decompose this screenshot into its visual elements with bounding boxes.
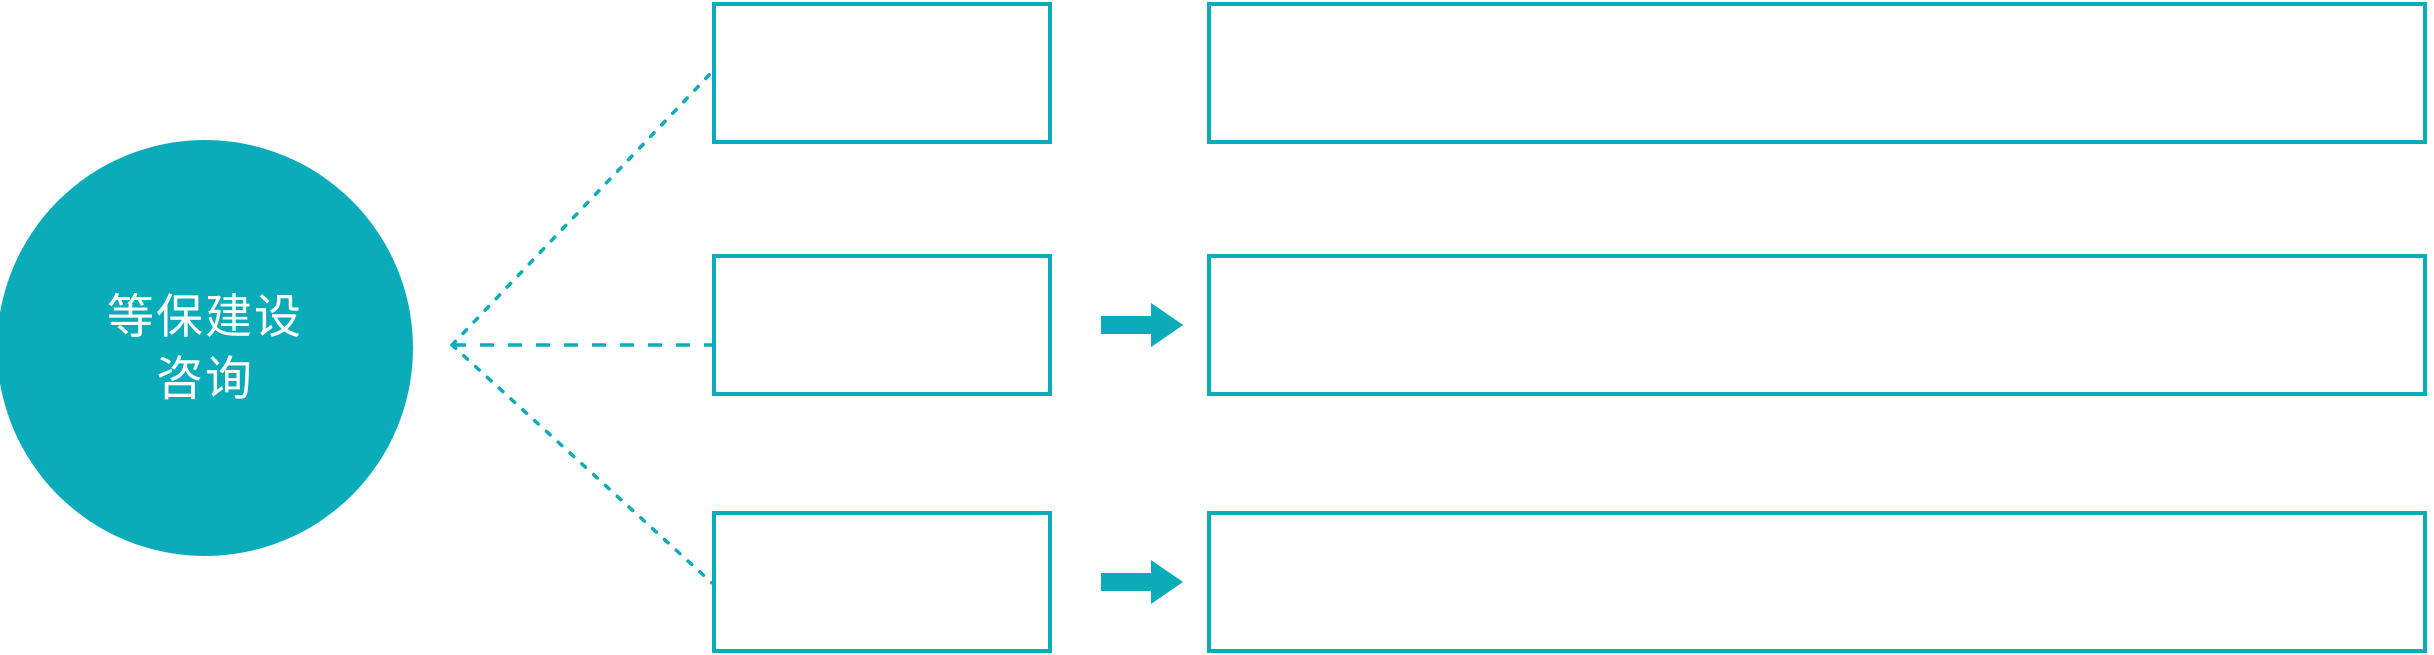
hub-label: 等保建设 咨询	[107, 289, 303, 405]
stage-box-3[interactable]	[712, 511, 1052, 653]
detail-box-2-label	[1211, 258, 2423, 392]
hub-circle[interactable]: 等保建设 咨询	[0, 140, 413, 556]
detail-box-2[interactable]	[1207, 254, 2427, 396]
arrow-right-icon	[1101, 303, 1183, 347]
stage-box-1-label	[716, 6, 1048, 140]
arrow-right-icon	[1101, 560, 1183, 604]
detail-box-3[interactable]	[1207, 511, 2427, 653]
stage-box-1[interactable]	[712, 2, 1052, 144]
stage-box-2[interactable]	[712, 254, 1052, 396]
connector-line-top	[450, 70, 714, 347]
detail-box-1[interactable]	[1207, 2, 2427, 144]
stage-box-3-label	[716, 515, 1048, 649]
stage-box-2-label	[716, 258, 1048, 392]
detail-box-3-label	[1211, 515, 2423, 649]
connector-line-bottom	[450, 343, 714, 585]
detail-box-1-label	[1211, 6, 2423, 140]
